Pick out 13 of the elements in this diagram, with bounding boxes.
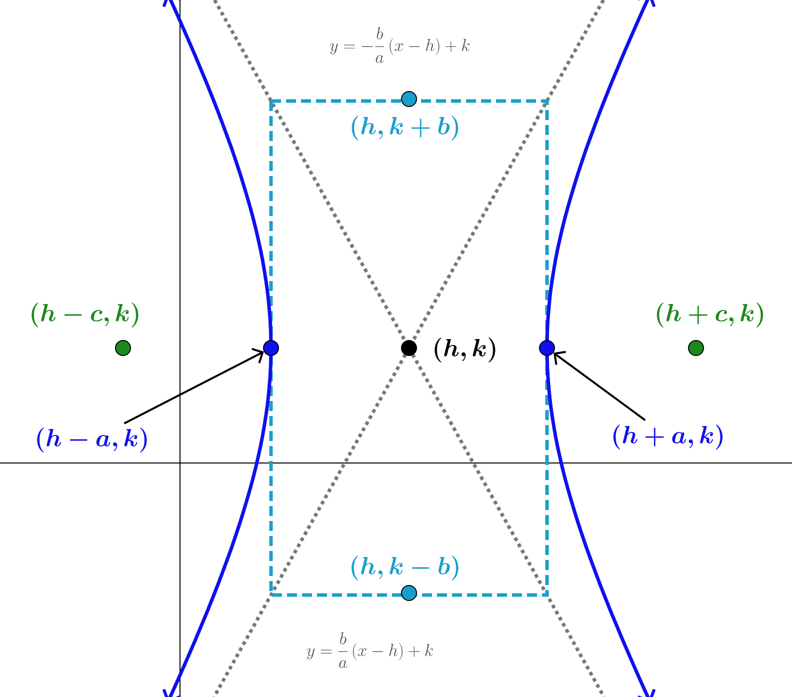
point-label: $\bm{(h-c,k)}$ <box>32 302 138 328</box>
point-label: $\bm{(h-a,k)}$ <box>37 428 147 452</box>
point-label: $\bm{(h+a,k)}$ <box>613 424 723 450</box>
vertex-point <box>539 340 555 356</box>
equation-label: $y=-\dfrac{b}{a}\,(x-h)+k$ <box>330 27 470 63</box>
point-label: $\bm{(h,k+b)}$ <box>352 116 458 140</box>
equation-label: $y=\dfrac{b}{a}\,(x-h)+k$ <box>306 632 433 668</box>
arrow <box>553 350 646 421</box>
vertex-point <box>263 340 279 356</box>
point-label: $\bm{(h+c,k)}$ <box>656 302 764 328</box>
point-label: $\bm{(h,k-b)}$ <box>352 556 458 580</box>
point-label: $\bm{(h,k)}$ <box>434 338 496 362</box>
arrow <box>124 348 264 424</box>
